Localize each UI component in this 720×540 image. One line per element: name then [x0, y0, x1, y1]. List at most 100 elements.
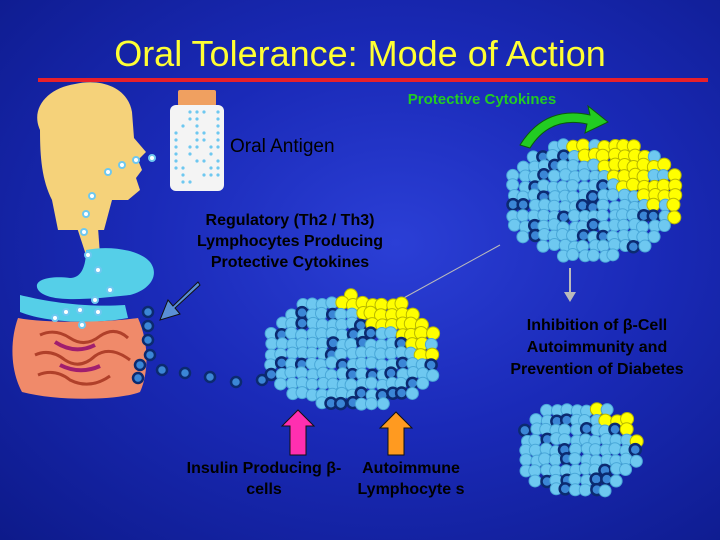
lymphocyte-cell [255, 373, 269, 387]
antigen-particle [216, 159, 220, 163]
antigen-particle [181, 124, 185, 128]
beta-cell [578, 483, 592, 497]
beta-cell [507, 218, 521, 232]
antigen-particle [195, 138, 199, 142]
antigen-particle [209, 166, 213, 170]
lymphocyte-cell [579, 422, 594, 436]
beta-cell-arrow [280, 409, 316, 456]
head-silhouette [37, 82, 147, 231]
lymphocyte-cell [229, 375, 243, 389]
antigen-particle [216, 138, 220, 142]
lymphocyte-cell [667, 210, 682, 225]
beta-cell [376, 397, 390, 411]
slide-title: Oral Tolerance: Mode of Action [114, 33, 606, 74]
beta-cell [528, 443, 542, 457]
antigen-particle [216, 124, 220, 128]
beta-cell [638, 239, 652, 253]
antigen-particle [174, 159, 178, 163]
beta-cell [364, 376, 378, 390]
lymphocyte-cell [264, 367, 278, 382]
antigen-particle [174, 166, 178, 170]
beta-cell [364, 397, 378, 411]
beta-cell [274, 377, 288, 391]
antigen-particle [216, 173, 220, 177]
lymphocyte-cell [657, 157, 672, 172]
beta-cell [506, 178, 520, 192]
lymphocyte-cell [334, 396, 348, 411]
lymphocyte-cell [364, 326, 378, 340]
beta-cell [516, 230, 530, 244]
antigen-particle [202, 159, 206, 163]
antigen-particle [174, 152, 178, 156]
antigen-particle [202, 131, 206, 135]
antigen-particle [132, 156, 140, 164]
lymphocyte-cell [178, 366, 192, 380]
inhibition-label: Inhibition of β-Cell Autoimmunity and Pr… [510, 317, 684, 378]
antigen-particle [88, 192, 96, 200]
beta-cell [609, 474, 623, 488]
antigen-particle [181, 166, 185, 170]
antigen-particle [195, 110, 199, 114]
lymphocyte-cell [394, 386, 409, 400]
lymphocyte-cell [155, 363, 169, 377]
beta-cell [606, 248, 620, 262]
beta-cell [416, 376, 430, 390]
antigen-particle [174, 138, 178, 142]
cytokines-arrow [519, 104, 609, 149]
antigen-particle [118, 161, 126, 169]
lymphocyte-cell [518, 423, 532, 438]
lymphocyte-cell [203, 370, 217, 384]
antigen-particle [188, 180, 192, 184]
antigen-particle [82, 210, 90, 218]
antigen-particle [195, 124, 199, 128]
antigen-particle [188, 117, 192, 121]
antigen-particle [80, 228, 88, 236]
lymphocyte-cell [585, 190, 600, 204]
antigen-particle [94, 266, 102, 274]
antigen-particle [216, 110, 220, 114]
lymphocyte-cell [141, 305, 155, 319]
beta-cell [606, 188, 620, 202]
title-underline [38, 78, 708, 82]
lymphocyte-cell [625, 177, 640, 192]
beta-cell [629, 454, 643, 468]
antigen-particle [174, 145, 178, 149]
antigen-particle [209, 145, 213, 149]
beta-cell [566, 179, 580, 193]
beta-cell [598, 484, 612, 498]
antigen-particle [202, 173, 206, 177]
lymphocyte-cell [626, 240, 641, 254]
antigen-particle [195, 117, 199, 121]
lymphocyte-cell [426, 326, 441, 341]
beta-cell [519, 453, 533, 467]
antigen-particle [94, 308, 102, 316]
bottle-cap [178, 90, 216, 106]
beta-cell [538, 452, 552, 466]
antigen-particle [195, 159, 199, 163]
insulin-producing-label: Insulin Producing β-cells [186, 460, 342, 498]
antigen-particle [202, 138, 206, 142]
beta-cell [547, 169, 561, 183]
antigen-particle [104, 168, 112, 176]
beta-cell [426, 368, 440, 382]
antigen-particle [216, 166, 220, 170]
intestines [12, 318, 147, 399]
beta-cell [384, 326, 398, 340]
beta-cell [568, 452, 582, 466]
autoimmune-label: Autoimmune Lymphocyte s [357, 460, 465, 498]
antigen-particle [188, 110, 192, 114]
antigen-particle [84, 251, 92, 259]
protective-cytokines-label: Protective Cytokines [407, 91, 557, 108]
beta-cell [566, 248, 580, 262]
lymphocyte-cell [537, 168, 551, 182]
beta-cell [608, 442, 622, 456]
lymphocyte-cell [133, 358, 147, 372]
beta-cell [596, 208, 610, 222]
beta-cell [405, 386, 419, 400]
lymphocyte-cell [141, 319, 155, 333]
antigen-particle [106, 286, 114, 294]
antigen-particle [62, 308, 70, 316]
lymphocyte-cell [354, 386, 369, 400]
beta-cell [619, 463, 633, 477]
